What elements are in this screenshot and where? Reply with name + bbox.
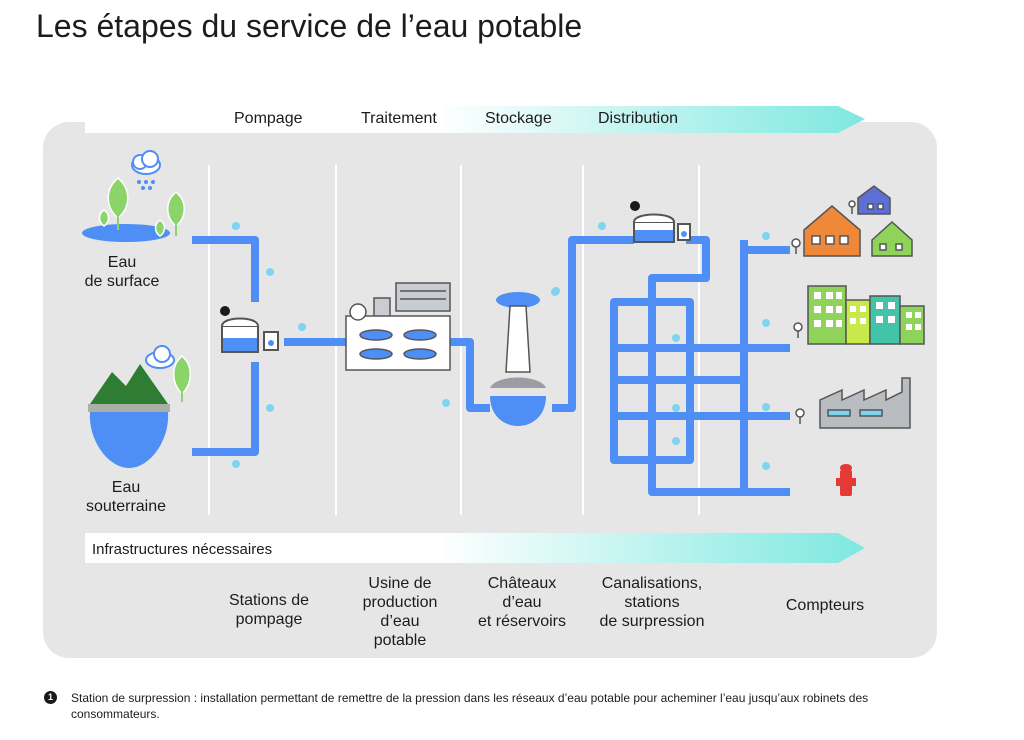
factory-icon — [819, 377, 911, 429]
infra-label-line: de surpression — [599, 613, 705, 630]
infra-label-line: Canalisations, — [601, 575, 703, 592]
infra-pumping-stations: Stations de pompage — [214, 591, 324, 629]
stages-arrow — [85, 106, 865, 133]
infra-label-line: pompage — [235, 611, 303, 628]
infra-label-line: et réservoirs — [477, 613, 567, 630]
cloud-icon — [131, 150, 161, 190]
infra-label-line: d’eau — [502, 594, 542, 611]
diagram-panel — [43, 122, 937, 658]
surface-water-icon — [82, 150, 185, 242]
pipe-network-loop — [610, 298, 694, 464]
infra-label-line: Stations de — [228, 592, 310, 609]
stage-distribution: Distribution — [598, 110, 679, 127]
houses-icon — [803, 185, 913, 257]
underground-water-icon — [88, 345, 191, 468]
reservoir-decoration — [551, 288, 559, 296]
footnote-text: Station de surpression : installation pe… — [71, 691, 869, 721]
infra-label-line: potable — [373, 632, 427, 649]
booster-station-icon — [633, 213, 691, 243]
mountain-icon — [90, 364, 168, 404]
pipe-plant-to-tower — [450, 338, 490, 412]
surface-water-label: Eau de surface — [72, 253, 172, 291]
stage-traitement: Traitement — [361, 110, 437, 127]
underground-water-label: Eau souterraine — [72, 478, 180, 516]
stage-stockage: Stockage — [485, 110, 552, 127]
surface-water-label-line: Eau — [107, 254, 137, 271]
pipe-surface-to-station — [192, 236, 259, 302]
pipes — [192, 236, 790, 496]
infra-treatment-plant: Usine de production d’eau potable — [348, 574, 452, 650]
marker-icon-1: 1 — [44, 691, 57, 704]
infra-meters: Compteurs — [770, 596, 880, 615]
leaf-icon — [173, 355, 191, 402]
infrastructure-heading: Infrastructures nécessaires — [92, 541, 273, 558]
treatment-plant-icon — [345, 282, 451, 371]
infra-label-line: stations — [624, 594, 680, 611]
underground-water-label-line: souterraine — [85, 498, 167, 515]
infra-water-towers: Châteaux d’eau et réservoirs — [466, 574, 578, 631]
pipe-network-top — [648, 236, 790, 496]
building-windows — [814, 292, 921, 330]
marker-icon-1 — [630, 201, 640, 211]
cloud-icon — [145, 345, 175, 369]
reservoir-icon — [490, 396, 546, 426]
infra-pipes: Canalisations, stations de surpression — [590, 574, 714, 631]
page-title: Les étapes du service de l’eau potable — [36, 8, 583, 44]
stage-pompage: Pompage — [234, 110, 303, 127]
pipe-reservoir-to-network — [552, 236, 634, 412]
fire-hydrant-icon — [836, 464, 856, 496]
infrastructure-arrow — [85, 533, 865, 563]
surface-water-label-line: de surface — [84, 273, 160, 290]
infra-label-line: d’eau — [380, 613, 420, 630]
water-tower-icon — [490, 292, 546, 388]
infra-label-line: Compteurs — [785, 597, 865, 614]
leaf-icon — [98, 177, 185, 237]
infra-label-line: production — [362, 594, 438, 611]
underground-water-label-line: Eau — [111, 479, 141, 496]
infra-label-line: Usine de — [368, 575, 432, 592]
pipe-underground-to-station — [192, 362, 259, 456]
pumping-station-icon — [221, 317, 279, 353]
infra-label-line: Châteaux — [487, 575, 557, 592]
marker-icon-1 — [220, 306, 230, 316]
